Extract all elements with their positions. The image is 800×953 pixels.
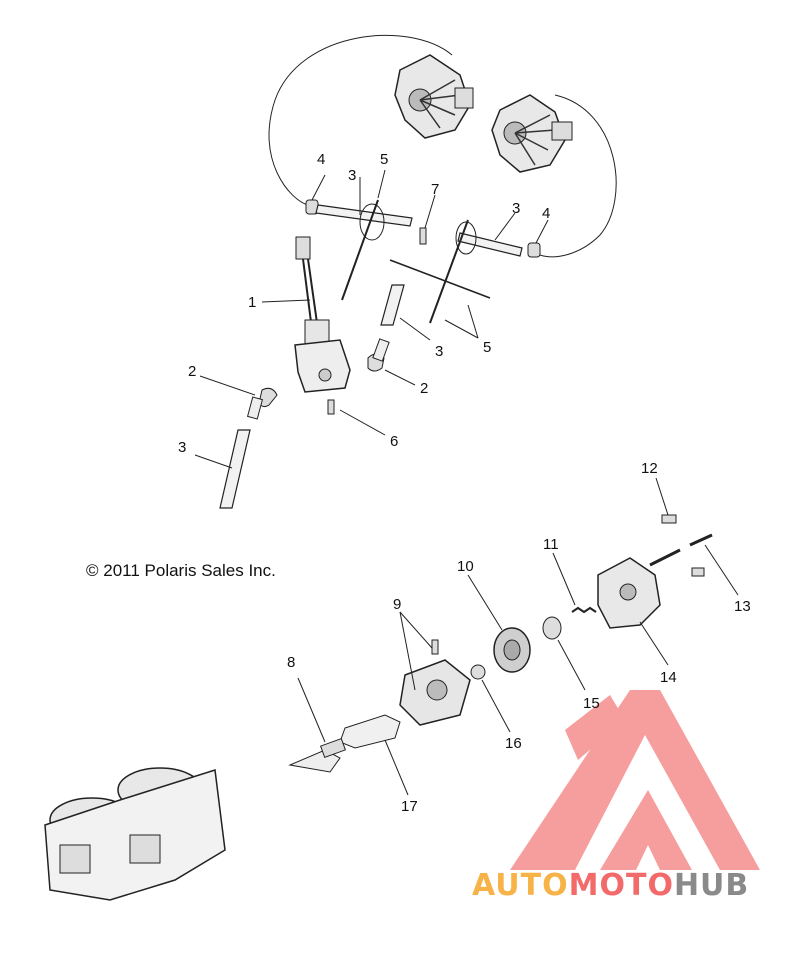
callout-4-left: 4 [317, 151, 325, 168]
callout-12: 12 [641, 460, 658, 477]
callout-2-right: 2 [420, 380, 428, 397]
callout-10: 10 [457, 558, 474, 575]
callout-3-bottom: 3 [178, 439, 186, 456]
callout-17: 17 [401, 798, 418, 815]
engine-block [44, 767, 226, 901]
callout-6: 6 [390, 433, 398, 450]
upper-pump-cover-left [394, 54, 474, 139]
callout-15: 15 [583, 695, 600, 712]
copyright-notice: © 2011 Polaris Sales Inc. [86, 561, 276, 580]
watermark-text: AUTOMOTOHUB [472, 868, 749, 903]
callout-9: 9 [393, 596, 401, 613]
pump-housing [399, 639, 471, 726]
callout-5-top: 5 [380, 151, 388, 168]
callout-3-right: 3 [512, 200, 520, 217]
watermark-hub: HUB [674, 868, 749, 903]
callout-16: 16 [505, 735, 522, 752]
watermark-logo [510, 690, 760, 870]
watermark-auto: AUTO [472, 868, 569, 903]
watermark-moto: MOTO [569, 868, 674, 903]
callout-4-right: 4 [542, 205, 550, 222]
callout-5-bottom: 5 [483, 339, 491, 356]
callout-8: 8 [287, 654, 295, 671]
callout-3-top: 3 [348, 167, 356, 184]
callout-14: 14 [660, 669, 677, 686]
callout-3-middle: 3 [435, 343, 443, 360]
callout-7: 7 [431, 181, 439, 198]
callout-13: 13 [734, 598, 751, 615]
upper-pump-cover-right [491, 94, 573, 173]
sensor-assembly [294, 236, 351, 393]
callout-2-left: 2 [188, 363, 196, 380]
callout-11: 11 [543, 536, 559, 553]
callout-1: 1 [248, 294, 256, 311]
